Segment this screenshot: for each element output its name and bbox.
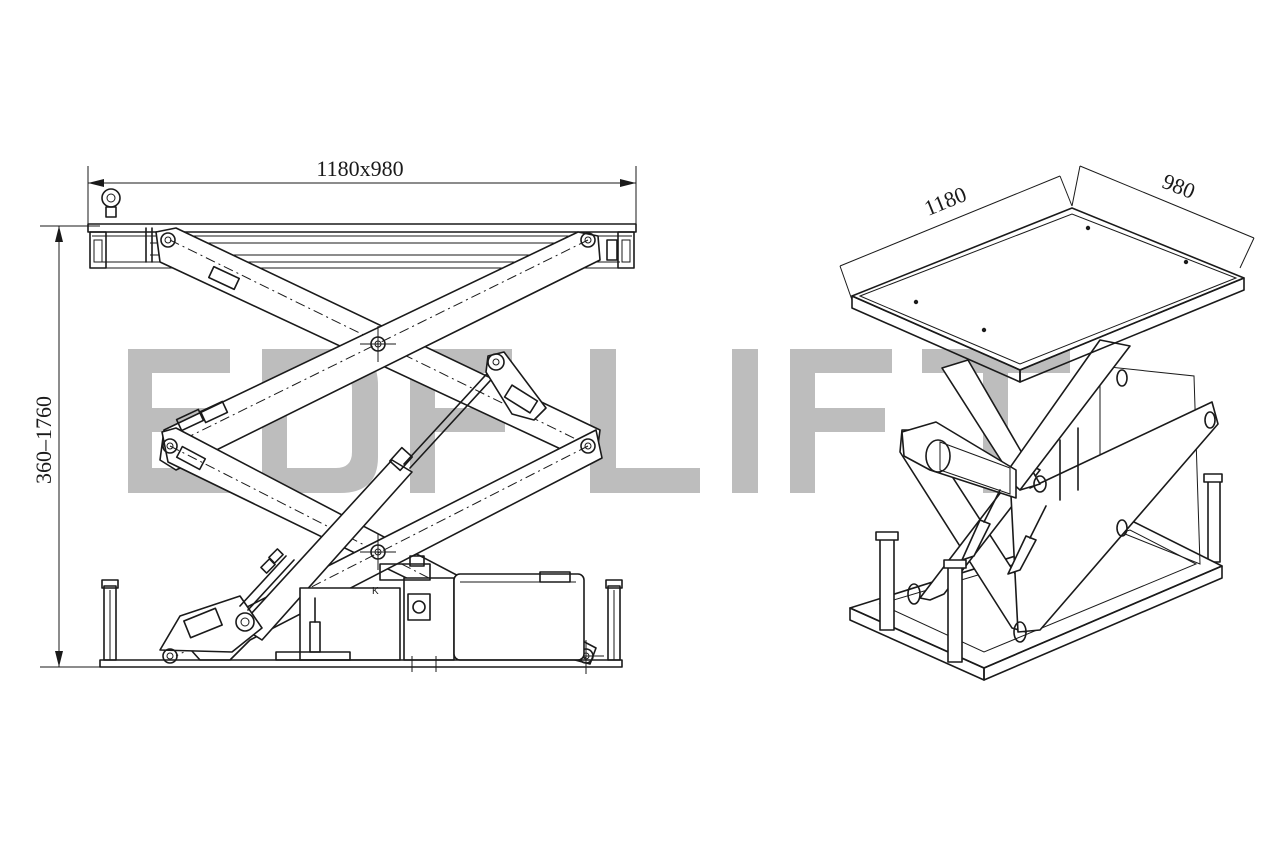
iso-width-label: 980 (1159, 168, 1199, 204)
iso-front-posts (875, 531, 967, 663)
eye-bolt-icon (101, 188, 121, 218)
pivot-pins (160, 232, 604, 674)
width-dimension-label: 1180x980 (316, 156, 403, 181)
iso-view: 1180 980 (839, 165, 1255, 681)
iso-top-platform (851, 207, 1245, 383)
base-frame (99, 579, 623, 668)
base-bracket (159, 548, 295, 653)
front-view: 1180x980 360–1760 (31, 156, 637, 674)
iso-hydraulic-cylinders (961, 489, 1047, 575)
hydraulic-cylinder (239, 365, 501, 641)
iso-rear-posts (1203, 473, 1223, 563)
height-dimension-label: 360–1760 (31, 396, 56, 484)
iso-length-label: 1180 (920, 181, 969, 220)
valve-mark: K (372, 586, 379, 597)
power-unit: K (275, 555, 585, 672)
height-dimension: 360–1760 (31, 225, 110, 668)
cylinder-bracket (485, 351, 547, 421)
width-dimension: 1180x980 (87, 156, 637, 226)
